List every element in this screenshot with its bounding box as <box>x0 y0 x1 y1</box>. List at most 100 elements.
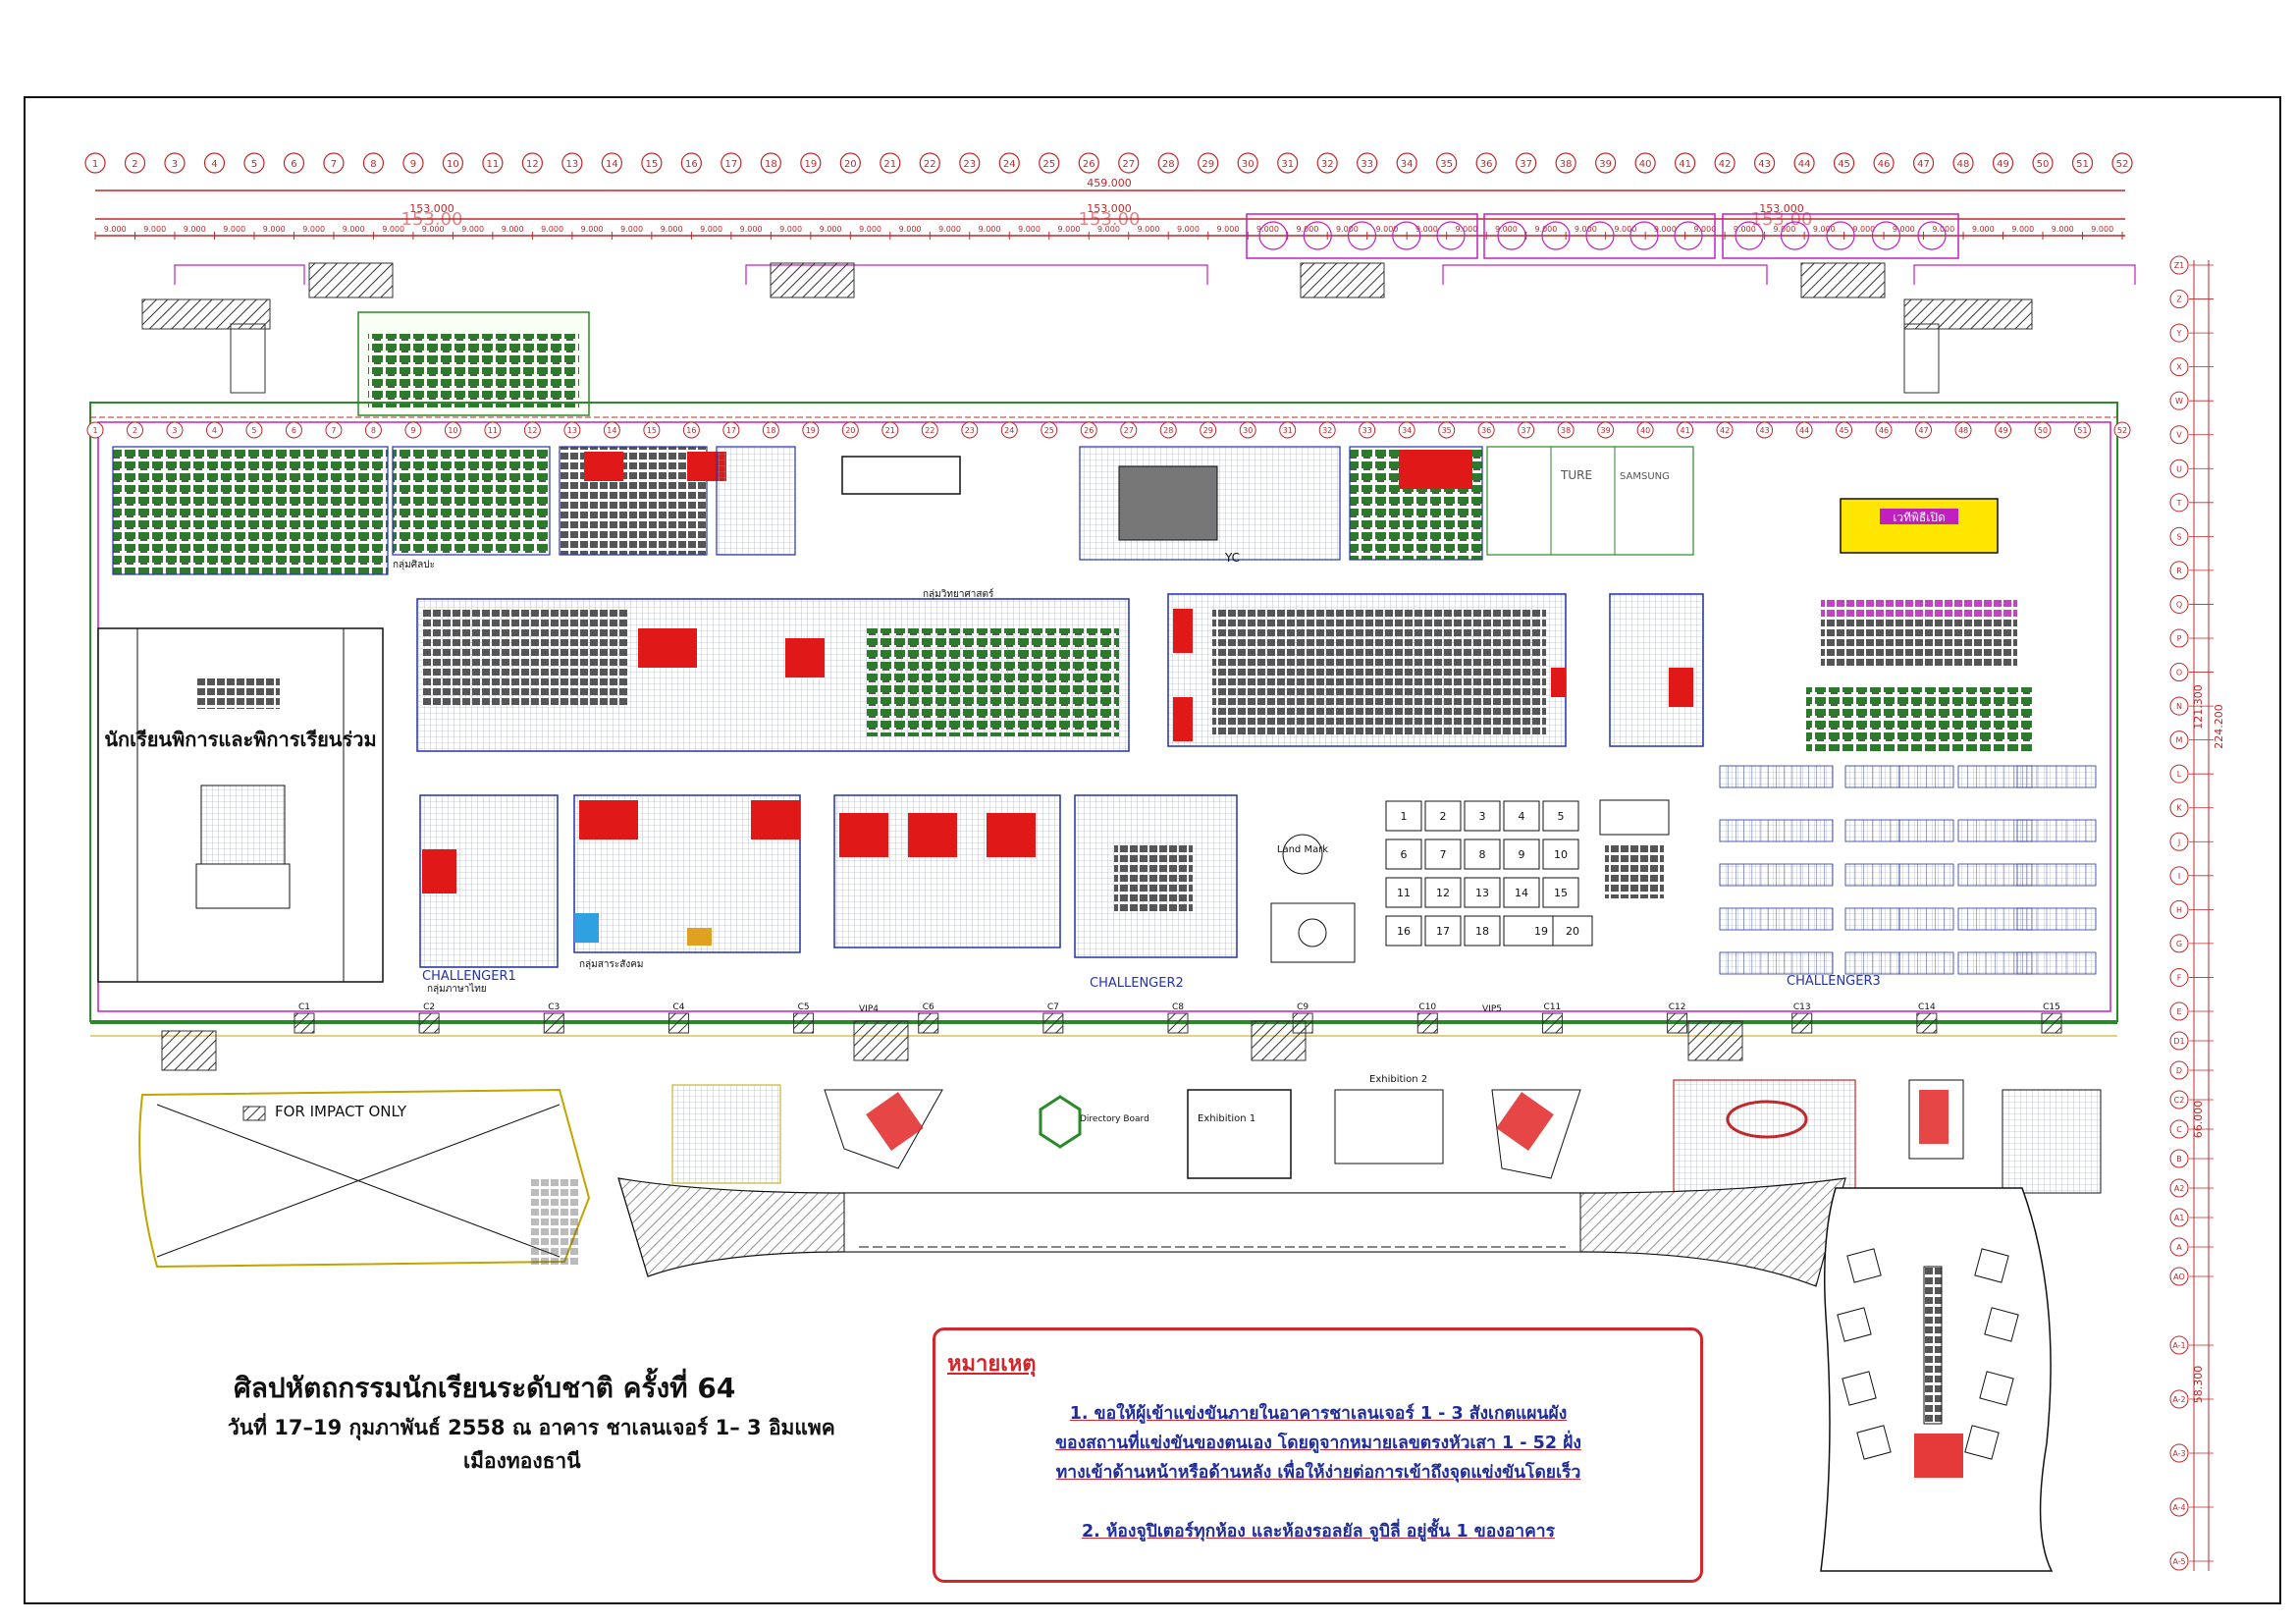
plot-1 <box>1385 800 1422 832</box>
column-label-24: 24 <box>1003 159 1016 170</box>
entrance-block-C1 <box>294 1012 315 1034</box>
column-label-3: 3 <box>172 159 178 170</box>
plot-label-13: 13 <box>1475 887 1489 899</box>
column-label-1: 1 <box>92 159 98 170</box>
inner-column-label-19: 19 <box>806 426 816 435</box>
group-thai-label: กลุ่มภาษาไทย <box>427 983 487 995</box>
ture-label: TURE <box>1560 468 1592 482</box>
facade-hatch-1 <box>853 1020 909 1061</box>
column-label-41: 41 <box>1679 159 1691 170</box>
bay-dim-8: 9.000 <box>382 225 404 234</box>
inner-column-label-34: 34 <box>1402 426 1412 435</box>
inner-column-label-29: 29 <box>1203 426 1213 435</box>
plot-label-12: 12 <box>1436 887 1450 899</box>
bay-dim-7: 9.000 <box>343 225 365 234</box>
column-label-17: 17 <box>724 159 737 170</box>
bay-dim-36: 9.000 <box>1495 225 1518 234</box>
inner-column-marker-51 <box>2074 421 2092 439</box>
inner-column-label-1: 1 <box>92 426 97 435</box>
row-marker-L <box>2169 764 2189 784</box>
inner-column-marker-1 <box>86 421 104 439</box>
side-bottom-dim: 58.300 <box>2192 1366 2205 1404</box>
inner-column-label-20: 20 <box>845 426 855 435</box>
entrance-label-C4: C4 <box>672 1002 684 1012</box>
row-marker-A-3 <box>2169 1443 2189 1463</box>
column-group-circle-0-4 <box>1436 221 1466 250</box>
row-marker-A <box>2169 1237 2189 1257</box>
column-group-circle-0-3 <box>1392 221 1421 250</box>
column-label-6: 6 <box>291 159 296 170</box>
inner-column-marker-14 <box>603 421 620 439</box>
column-label-47: 47 <box>1917 159 1930 170</box>
drawing-frame <box>24 96 2281 1604</box>
title-line3: เมืองทองธานี <box>463 1449 581 1473</box>
inner-column-label-8: 8 <box>371 426 376 435</box>
segment-big-1: 153.00 <box>401 209 463 230</box>
inner-column-label-47: 47 <box>1918 426 1928 435</box>
row-label-X: X <box>2176 363 2182 372</box>
column-marker-41 <box>1675 152 1696 174</box>
entrance-block-C2 <box>418 1012 440 1034</box>
column-label-5: 5 <box>251 159 257 170</box>
inner-column-label-52: 52 <box>2117 426 2127 435</box>
column-marker-36 <box>1475 152 1497 174</box>
column-marker-17 <box>721 152 742 174</box>
inner-column-label-6: 6 <box>292 426 296 435</box>
column-marker-9 <box>402 152 424 174</box>
row-marker-P <box>2169 628 2189 648</box>
column-label-7: 7 <box>331 159 337 170</box>
bay-dim-2: 9.000 <box>143 225 166 234</box>
inner-column-label-15: 15 <box>647 426 657 435</box>
inner-column-label-4: 4 <box>212 426 217 435</box>
entrance-label-C6: C6 <box>923 1002 934 1012</box>
bay-dim-15: 9.000 <box>661 225 683 234</box>
inner-column-marker-17 <box>722 421 740 439</box>
inner-column-label-41: 41 <box>1681 426 1690 435</box>
inner-column-marker-50 <box>2034 421 2052 439</box>
segment-dim-2: 153.000 <box>1087 202 1132 215</box>
pavilion-box-8 <box>1964 1425 2000 1460</box>
row-label-A-1: A-1 <box>2172 1341 2185 1350</box>
bay-dim-32: 9.000 <box>1336 225 1359 234</box>
exhibition2-label: Exhibition 2 <box>1369 1074 1427 1085</box>
column-marker-47 <box>1912 152 1935 174</box>
column-marker-46 <box>1873 152 1895 174</box>
inner-column-marker-26 <box>1080 421 1097 439</box>
column-marker-6 <box>283 152 305 174</box>
bay-dim-26: 9.000 <box>1097 225 1120 234</box>
plot-17 <box>1424 915 1462 947</box>
special-students-label: นักเรียนพิการและพิการเรียนร่วม <box>104 728 376 751</box>
row-label-A-3: A-3 <box>2172 1449 2185 1458</box>
bay-dim-9: 9.000 <box>422 225 445 234</box>
inner-column-marker-5 <box>245 421 263 439</box>
column-label-29: 29 <box>1201 159 1214 170</box>
bay-dim-34: 9.000 <box>1415 225 1438 234</box>
bay-dim-16: 9.000 <box>700 225 722 234</box>
row-marker-G <box>2169 934 2189 953</box>
row-marker-A-1 <box>2169 1335 2189 1355</box>
row-marker-T <box>2169 493 2189 513</box>
column-marker-24 <box>998 152 1020 174</box>
column-marker-5 <box>243 152 265 174</box>
row-label-A-4: A-4 <box>2172 1503 2185 1512</box>
column-marker-13 <box>561 152 583 174</box>
column-label-37: 37 <box>1520 159 1532 170</box>
inner-column-marker-11 <box>484 421 502 439</box>
column-label-10: 10 <box>447 159 459 170</box>
column-marker-8 <box>362 152 385 174</box>
plot-12 <box>1424 877 1462 908</box>
plot-label-1: 1 <box>1401 810 1408 823</box>
entrance-block-C8 <box>1167 1012 1189 1034</box>
inner-column-marker-35 <box>1438 421 1456 439</box>
row-label-W: W <box>2175 397 2183 406</box>
plot-16 <box>1385 915 1422 947</box>
inner-column-label-32: 32 <box>1322 426 1332 435</box>
column-label-49: 49 <box>1997 159 2009 170</box>
row-label-A: A <box>2176 1243 2182 1252</box>
column-label-26: 26 <box>1083 159 1095 170</box>
column-marker-48 <box>1952 152 1974 174</box>
row-marker-E <box>2169 1001 2189 1021</box>
column-label-18: 18 <box>765 159 777 170</box>
column-marker-49 <box>1992 152 2014 174</box>
column-label-43: 43 <box>1758 159 1771 170</box>
